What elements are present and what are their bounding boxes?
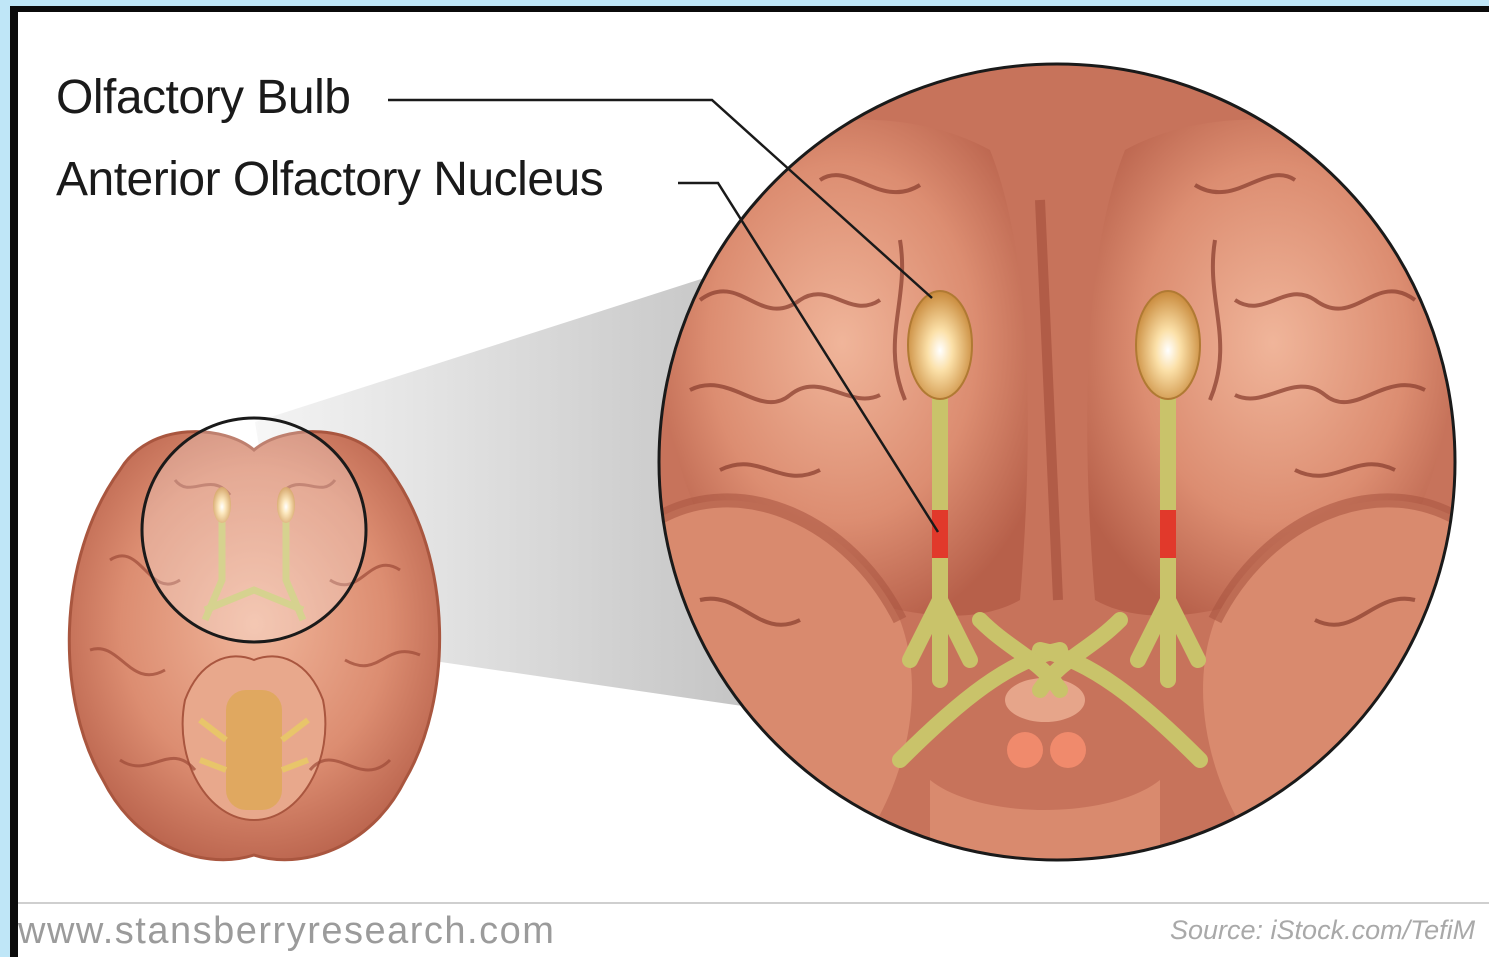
image-source-credit: Source: iStock.com/TefiM xyxy=(1170,915,1489,946)
label-anterior-olfactory-nucleus: Anterior Olfactory Nucleus xyxy=(56,156,603,204)
zoom-circle-small xyxy=(142,418,366,642)
small-brain-view xyxy=(69,418,439,860)
olfactory-bulb-left xyxy=(908,291,972,399)
olfactory-bulb-right xyxy=(1136,291,1200,399)
footer-divider xyxy=(18,902,1489,904)
anterior-olfactory-nucleus-left xyxy=(932,510,948,558)
website-credit: www.stansberryresearch.com xyxy=(18,910,555,953)
label-olfactory-bulb: Olfactory Bulb xyxy=(56,74,350,122)
anterior-olfactory-nucleus-right xyxy=(1160,510,1176,558)
